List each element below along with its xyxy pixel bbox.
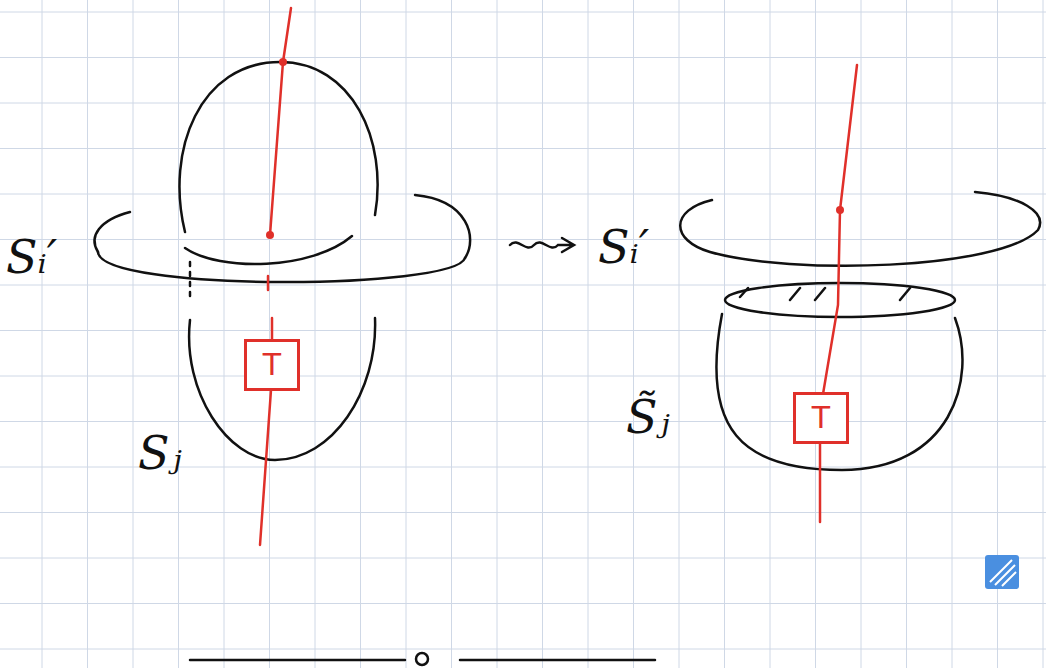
grid-line: [0, 603, 1046, 604]
endpoint-dot: [836, 206, 844, 214]
arc-strand: [820, 65, 857, 522]
grid-line: [451, 0, 452, 668]
surface-label: Sⱼ: [138, 428, 182, 479]
grid-line: [0, 57, 1046, 58]
grid-line: [315, 0, 316, 668]
grid-line: [224, 0, 225, 668]
grid-line: [815, 0, 816, 668]
tangle-label: T: [812, 403, 830, 433]
disk-edge: [98, 252, 465, 282]
hemisphere-rim: [185, 236, 352, 264]
bowl-rim: [725, 283, 955, 317]
divider-dot: [416, 653, 428, 665]
icon-frame: [985, 555, 1019, 589]
surface-label: Sᵢ′: [598, 222, 649, 273]
sphere-drawing: [95, 62, 1040, 665]
surface-label: Sᵢ′: [6, 232, 57, 283]
grid-line: [0, 194, 1046, 195]
grid-line: [588, 0, 589, 668]
disk-edge: [95, 212, 130, 252]
grid-line: [406, 0, 407, 668]
grid-line: [542, 0, 543, 668]
grid-line: [0, 558, 1046, 559]
grid-line: [679, 0, 680, 668]
tangle-label: T: [263, 350, 281, 380]
divider-line: [190, 659, 655, 662]
endpoint-dot: [266, 231, 274, 239]
grid-line: [906, 0, 907, 668]
disk-edge: [680, 192, 1040, 266]
grid-line: [0, 148, 1046, 149]
grid-line: [770, 0, 771, 668]
grid-line: [0, 12, 1046, 13]
tangle-box: T: [244, 339, 300, 391]
hatching: [740, 288, 910, 300]
grid-line: [133, 0, 134, 668]
grid-line: [360, 0, 361, 668]
grid-line: [952, 0, 953, 668]
grid-line: [178, 0, 179, 668]
grid-line: [0, 103, 1046, 104]
grid-line: [633, 0, 634, 668]
grid-line: [0, 512, 1046, 513]
app-icon: [985, 555, 1019, 589]
grid-line: [0, 330, 1046, 331]
arc-endpoints: [266, 58, 844, 239]
arc-strand: [267, 276, 270, 290]
grid-line: [269, 0, 270, 668]
grid-line: [497, 0, 498, 668]
surface-label: S̃ⱼ: [626, 392, 670, 443]
disk-edge: [415, 195, 470, 258]
grid-line: [87, 0, 88, 668]
grid-line: [0, 239, 1046, 240]
hidden-edge: [189, 262, 192, 296]
arc-strand: [270, 8, 291, 235]
grid-line: [724, 0, 725, 668]
grid-line: [42, 0, 43, 668]
endpoint-dot: [279, 58, 287, 66]
grid-line: [861, 0, 862, 668]
red-arc: [260, 8, 857, 545]
grid-line: [0, 649, 1046, 650]
lower-hemisphere: [716, 314, 962, 470]
lower-hemisphere: [189, 318, 375, 460]
icon-lines: [990, 560, 1016, 586]
grid-line: [0, 421, 1046, 422]
grid-line: [0, 376, 1046, 377]
tangle-box: T: [793, 392, 849, 444]
upper-hemisphere: [179, 62, 377, 232]
grid-line: [1043, 0, 1044, 668]
squiggle-arrow: [510, 238, 574, 252]
